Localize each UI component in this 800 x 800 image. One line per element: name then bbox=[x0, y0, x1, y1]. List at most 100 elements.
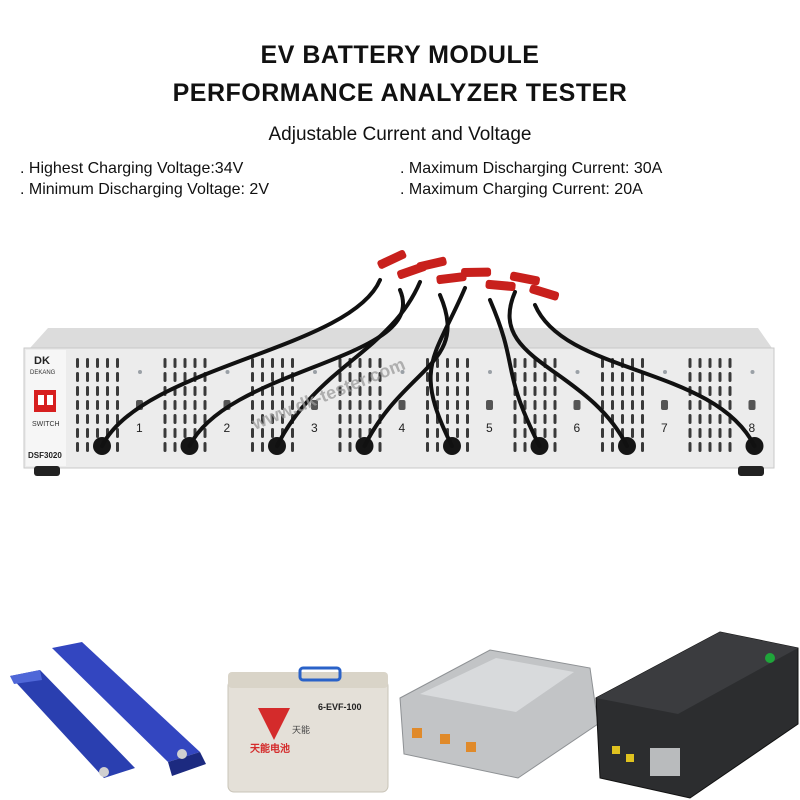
vent-slot bbox=[718, 414, 722, 424]
vent-slot bbox=[203, 386, 207, 396]
temp-probe-socket[interactable] bbox=[573, 400, 581, 410]
vent-slot bbox=[271, 400, 274, 410]
clip-handle[interactable] bbox=[509, 271, 541, 286]
vent-slot bbox=[728, 442, 732, 452]
vent-slot bbox=[116, 442, 119, 452]
battery-case bbox=[227, 679, 389, 793]
blade-cell-front-edge bbox=[10, 670, 42, 684]
vent-slot bbox=[466, 428, 469, 438]
alligator-clip[interactable] bbox=[529, 284, 560, 301]
blade-cell-front bbox=[10, 670, 135, 778]
clip-handle[interactable] bbox=[376, 249, 407, 270]
vent-slot bbox=[631, 372, 634, 382]
clip-handle[interactable] bbox=[529, 284, 560, 301]
brand-logo: DK bbox=[34, 355, 50, 367]
alligator-clip[interactable] bbox=[509, 271, 541, 286]
vent-slot bbox=[193, 400, 197, 410]
device-foot-left bbox=[34, 466, 60, 476]
alligator-clip[interactable] bbox=[436, 272, 467, 285]
vent-slot bbox=[378, 358, 382, 368]
vent-slot bbox=[543, 400, 547, 410]
indicator-led-icon bbox=[225, 370, 230, 374]
power-switch-toggle[interactable] bbox=[47, 395, 53, 405]
vent-slot bbox=[338, 400, 342, 410]
vent-slot bbox=[446, 372, 449, 382]
channel-number: 7 bbox=[661, 421, 668, 435]
vent-slot bbox=[291, 428, 294, 438]
vent-slot bbox=[718, 358, 722, 368]
temp-probe-socket[interactable] bbox=[748, 400, 756, 410]
indicator-led-icon bbox=[575, 370, 580, 374]
vent-slot bbox=[523, 372, 527, 382]
vent-slot bbox=[553, 400, 557, 410]
connector-icon bbox=[466, 742, 476, 752]
vent-slot bbox=[611, 386, 614, 396]
power-switch-toggle[interactable] bbox=[38, 395, 44, 405]
vent-slot bbox=[641, 414, 644, 424]
vent-slot bbox=[426, 386, 429, 396]
vent-slot bbox=[348, 386, 352, 396]
vent-slot bbox=[193, 358, 197, 368]
clip-handle[interactable] bbox=[485, 279, 516, 292]
vent-slot bbox=[183, 414, 187, 424]
clip-handle[interactable] bbox=[461, 267, 492, 278]
channel-number: 4 bbox=[399, 421, 406, 435]
temp-probe-socket[interactable] bbox=[661, 400, 668, 410]
vent-slot bbox=[106, 400, 109, 410]
vent-slot bbox=[281, 358, 284, 368]
terminal-icon bbox=[177, 749, 187, 759]
vent-slot bbox=[203, 442, 207, 452]
vent-slot bbox=[163, 400, 167, 410]
vent-slot bbox=[173, 428, 177, 438]
switch-label: SWITCH bbox=[32, 421, 60, 428]
clip-handle[interactable] bbox=[436, 272, 467, 285]
alligator-clip[interactable] bbox=[376, 249, 407, 270]
model-label: DSF3020 bbox=[28, 451, 62, 460]
vent-slot bbox=[183, 400, 187, 410]
vent-slot bbox=[261, 442, 264, 452]
vent-slot bbox=[611, 372, 614, 382]
title-line-1: EV BATTERY MODULE bbox=[260, 41, 540, 69]
vent-slot bbox=[338, 428, 342, 438]
vent-slot bbox=[621, 386, 624, 396]
vent-slot bbox=[163, 414, 167, 424]
alligator-clip[interactable] bbox=[461, 267, 492, 278]
battery-examples: 天能 6-EVF-100 天能电池 bbox=[10, 631, 799, 799]
vent-slot bbox=[86, 428, 89, 438]
alligator-clip[interactable] bbox=[416, 256, 447, 272]
clip-handle[interactable] bbox=[416, 256, 447, 272]
connector-icon bbox=[612, 746, 620, 754]
vent-slot bbox=[358, 372, 362, 382]
vent-slot bbox=[338, 414, 342, 424]
vent-slot bbox=[631, 358, 634, 368]
vent-slot bbox=[106, 414, 109, 424]
channel-number: 6 bbox=[574, 421, 581, 435]
vent-grille bbox=[426, 358, 469, 452]
channel-number: 5 bbox=[486, 421, 493, 435]
temp-probe-socket[interactable] bbox=[398, 400, 406, 410]
indicator-led-icon bbox=[750, 370, 755, 374]
vent-slot bbox=[116, 414, 119, 424]
vent-slot bbox=[456, 428, 459, 438]
temp-probe-socket[interactable] bbox=[486, 400, 493, 410]
indicator-led-icon bbox=[400, 370, 405, 374]
vent-slot bbox=[163, 358, 167, 368]
connector-icon bbox=[412, 728, 422, 738]
temp-probe-socket[interactable] bbox=[311, 400, 318, 410]
vent-slot bbox=[543, 372, 547, 382]
test-cable bbox=[428, 286, 467, 448]
vent-slot bbox=[631, 386, 634, 396]
vent-slot bbox=[116, 372, 119, 382]
alligator-clip[interactable] bbox=[485, 279, 516, 292]
vent-slot bbox=[116, 358, 119, 368]
test-cables bbox=[100, 278, 757, 448]
vent-slot bbox=[378, 428, 382, 438]
vent-slot bbox=[533, 400, 537, 410]
vent-slot bbox=[106, 358, 109, 368]
vent-slot bbox=[271, 414, 274, 424]
test-cable bbox=[275, 280, 422, 448]
vent-slot bbox=[86, 372, 89, 382]
vent-slot bbox=[116, 400, 119, 410]
vent-slot bbox=[708, 372, 712, 382]
vent-slot bbox=[708, 442, 712, 452]
